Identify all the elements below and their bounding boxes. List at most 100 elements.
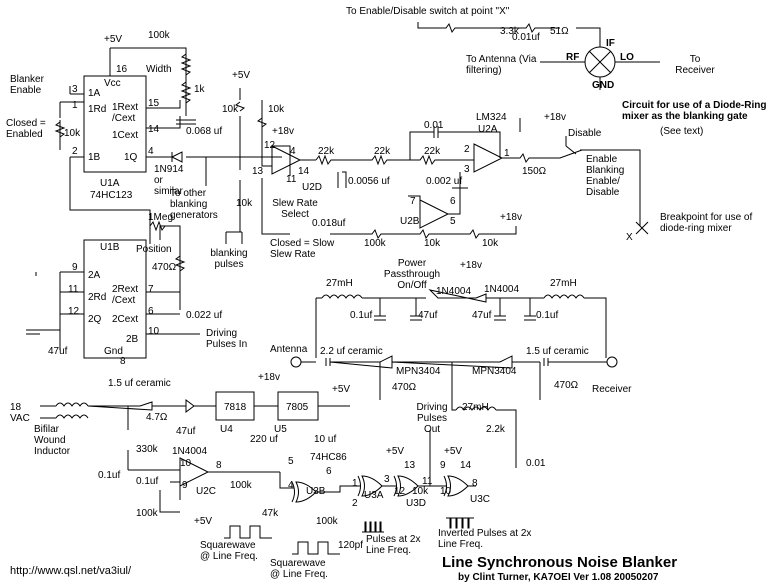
v18-b: +18v xyxy=(500,212,522,223)
pin-2cext: 2Cext xyxy=(112,314,139,325)
mixer-r1: 3.3k xyxy=(500,26,519,37)
reg-7818-label: 7818 xyxy=(224,402,247,413)
byline: by Clint Turner, KA7OEI Ver 1.08 2005020… xyxy=(458,572,659,583)
pin-u1b-9: 9 xyxy=(72,262,78,273)
c120: 120pf xyxy=(338,540,364,551)
res-1meg xyxy=(149,220,166,232)
pin-u3c-8: 8 xyxy=(472,478,478,489)
note-inverted: Inverted Pulses at 2x Line Freq. xyxy=(438,528,532,550)
pin-u1b-10: 10 xyxy=(148,326,160,337)
signal-path xyxy=(301,355,607,369)
pin-1q: 1Q xyxy=(124,152,138,163)
v5-d: +5V xyxy=(194,516,213,527)
c0018: 0.018uf xyxy=(312,218,346,229)
mixer-gnd: GND xyxy=(592,80,615,91)
note-closed-slow: Closed = Slow Slew Rate xyxy=(270,238,335,260)
c47-c: 47uf xyxy=(472,310,492,321)
note-disable: Disable xyxy=(568,128,602,139)
pin-4: 4 xyxy=(148,146,154,157)
pin-2q: 2Q xyxy=(88,314,102,325)
pin-u2a-1: 1 xyxy=(504,148,510,159)
note-to-antenna: To Antenna (Via filtering) xyxy=(466,54,537,76)
xor-u3a xyxy=(357,475,383,497)
pin-u3a-1: 1 xyxy=(352,478,358,489)
pin-1cext: 1Cext xyxy=(112,130,139,141)
reg-7805 xyxy=(277,391,319,421)
r1k: 1k xyxy=(194,84,205,95)
u1b-wires xyxy=(35,225,200,350)
r10k-e: 10k xyxy=(424,238,441,249)
pin-1rext: 1Rext /Cext xyxy=(112,102,139,124)
drive-wires xyxy=(451,400,517,468)
pin-u3b-5: 5 xyxy=(288,456,294,467)
antenna-jack xyxy=(290,356,302,368)
opamp-u2c xyxy=(179,457,210,487)
pin-u1b-7: 7 xyxy=(148,284,154,295)
u1a-chip xyxy=(83,75,147,173)
c01-b: 0.1uf xyxy=(536,310,559,321)
u5-label: U5 xyxy=(274,424,287,435)
pin-2a: 2A xyxy=(88,270,101,281)
bifilar-inductor xyxy=(55,402,89,419)
note-blanker-enable: Blanker Enable xyxy=(10,74,44,96)
blanking-wires xyxy=(205,157,243,244)
note-blanking-pulses: blanking pulses xyxy=(210,248,248,270)
pin-u2b-7: 7 xyxy=(410,196,416,207)
psu-wires xyxy=(40,399,350,470)
pin-u3a-2: 2 xyxy=(352,498,358,509)
u2c-label: U2C xyxy=(196,486,217,497)
note-mixer-title: Circuit for use of a Diode-Ring mixer as… xyxy=(622,100,767,122)
r10k-f: 10k xyxy=(482,238,499,249)
note-antenna: Antenna xyxy=(270,344,308,355)
diode-1n914 xyxy=(170,151,183,163)
waveform-pulses xyxy=(362,521,384,533)
pin-15: 15 xyxy=(148,98,160,109)
u2a-label: U2A xyxy=(478,124,498,135)
pin-u2b-6: 6 xyxy=(450,196,456,207)
u2a-part: LM324 xyxy=(476,112,507,123)
pin-u3c-9: 9 xyxy=(440,460,446,471)
r150: 150Ω xyxy=(522,166,547,177)
pin-u3d-11: 11 xyxy=(422,476,433,487)
r330k: 330k xyxy=(136,444,158,455)
c220: 220 uf xyxy=(250,434,278,445)
pin-u3b-6: 6 xyxy=(326,466,332,477)
l27-a: 27mH xyxy=(326,278,353,289)
cap-068 xyxy=(176,119,196,125)
u3a-label: U3A xyxy=(364,490,384,501)
res-10k-b xyxy=(234,101,246,112)
x-mark xyxy=(635,221,649,235)
r22k-b: 22k xyxy=(374,146,391,157)
note-receiver: Receiver xyxy=(592,384,632,395)
pin-u3d-12: 12 xyxy=(394,486,406,497)
note-to-receiver-top: To Receiver xyxy=(675,54,715,76)
c001-a: 0.01 xyxy=(424,120,444,131)
u1a-wires xyxy=(59,47,282,244)
pin-u2a-3: 3 xyxy=(464,164,470,175)
v18-a: +18v xyxy=(272,126,294,137)
r100k-c: 100k xyxy=(136,508,158,519)
url: http://www.qsl.net/va3iul/ xyxy=(10,565,132,577)
u2d-wires xyxy=(239,88,316,235)
switch-enable xyxy=(519,118,641,226)
waveform-inverted xyxy=(446,517,474,529)
c01-a: 0.1uf xyxy=(350,310,373,321)
r470-b: 470Ω xyxy=(392,382,417,393)
pin-u2d-12: 12 xyxy=(264,140,276,151)
pin-u2d-14: 14 xyxy=(298,166,310,177)
pin-1b: 1B xyxy=(88,152,101,163)
note-pulses-2x: Pulses at 2x Line Freq. xyxy=(366,534,421,556)
r10k-g: 10k xyxy=(412,486,429,497)
r470-c: 470Ω xyxy=(554,380,579,391)
pin-u3c-14: 14 xyxy=(460,460,472,471)
reg-7805-label: 7805 xyxy=(286,402,309,413)
r100k-a: 100k xyxy=(148,30,170,41)
note-enable-blanking: Enable Blanking Enable/ Disable xyxy=(586,154,625,198)
d-1n914: 1N914 or similar xyxy=(154,164,184,197)
inductor-27mh-a xyxy=(321,294,363,299)
r10k-a: 10k xyxy=(64,128,81,139)
pin-2rext: 2Rext /Cext xyxy=(112,284,139,306)
q-mpn3404-b: MPN3404 xyxy=(472,366,517,377)
pin-1rd: 1Rd xyxy=(88,104,107,115)
inductor-27mh-b xyxy=(543,294,585,299)
